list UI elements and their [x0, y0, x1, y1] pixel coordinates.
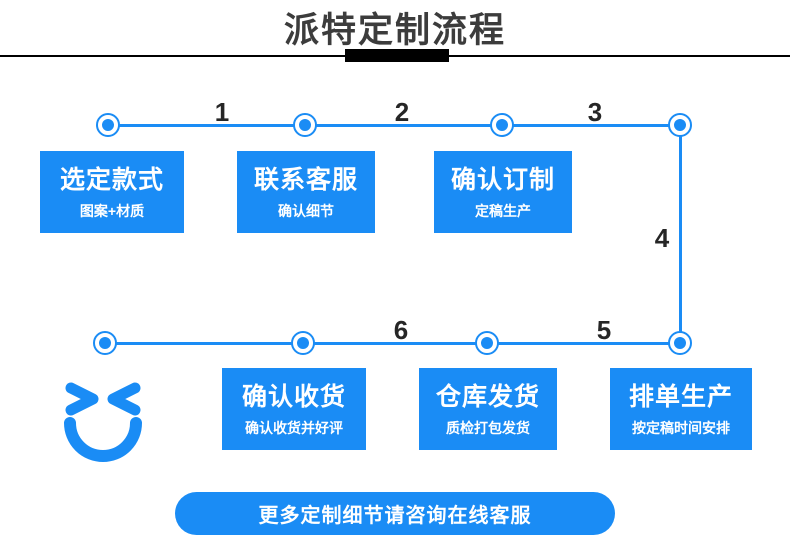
flow-node-bottom-4[interactable]	[668, 331, 692, 355]
contact-online-service-button[interactable]: 更多定制细节请咨询在线客服	[175, 492, 615, 535]
top-connector-line	[108, 124, 682, 127]
bottom-connector-line	[105, 342, 682, 345]
step-title: 确认收货	[241, 382, 346, 411]
right-vertical-connector	[679, 124, 682, 344]
flow-node-top-1[interactable]	[96, 113, 120, 137]
step-subtitle: 图案+材质	[79, 202, 145, 219]
step-number-2: 2	[394, 97, 410, 127]
step-title: 确认订制	[450, 165, 555, 194]
flow-node-bottom-1[interactable]	[93, 331, 117, 355]
step-title: 选定款式	[59, 165, 164, 194]
flow-node-top-4[interactable]	[668, 113, 692, 137]
step-number-6: 6	[393, 315, 409, 345]
flow-node-bottom-3[interactable]	[475, 331, 499, 355]
smiley-face-icon	[63, 366, 163, 466]
flow-node-bottom-2[interactable]	[291, 331, 315, 355]
step-box-warehouse-shipping[interactable]: 仓库发货 质检打包发货	[419, 368, 557, 450]
step-number-3: 3	[587, 97, 603, 127]
page-header: 派特定制流程	[0, 0, 790, 70]
step-subtitle: 确认细节	[278, 202, 334, 219]
flow-node-top-3[interactable]	[490, 113, 514, 137]
step-box-select-style[interactable]: 选定款式 图案+材质	[40, 151, 184, 233]
step-box-production-scheduling[interactable]: 排单生产 按定稿时间安排	[610, 368, 752, 450]
step-box-confirm-receipt[interactable]: 确认收货 确认收货并好评	[222, 368, 366, 450]
step-number-4: 4	[654, 223, 670, 253]
title-divider-accent	[345, 49, 449, 62]
step-subtitle: 定稿生产	[475, 202, 531, 219]
step-box-contact-service[interactable]: 联系客服 确认细节	[237, 151, 375, 233]
step-title: 排单生产	[628, 382, 733, 411]
step-title: 联系客服	[253, 165, 358, 194]
step-subtitle: 确认收货并好评	[245, 419, 343, 436]
step-subtitle: 按定稿时间安排	[632, 419, 730, 436]
step-number-1: 1	[214, 97, 230, 127]
step-number-5: 5	[596, 315, 612, 345]
step-title: 仓库发货	[435, 382, 540, 411]
page-title: 派特定制流程	[283, 11, 506, 50]
step-subtitle: 质检打包发货	[446, 419, 530, 436]
step-box-confirm-order[interactable]: 确认订制 定稿生产	[434, 151, 572, 233]
flow-node-top-2[interactable]	[293, 113, 317, 137]
